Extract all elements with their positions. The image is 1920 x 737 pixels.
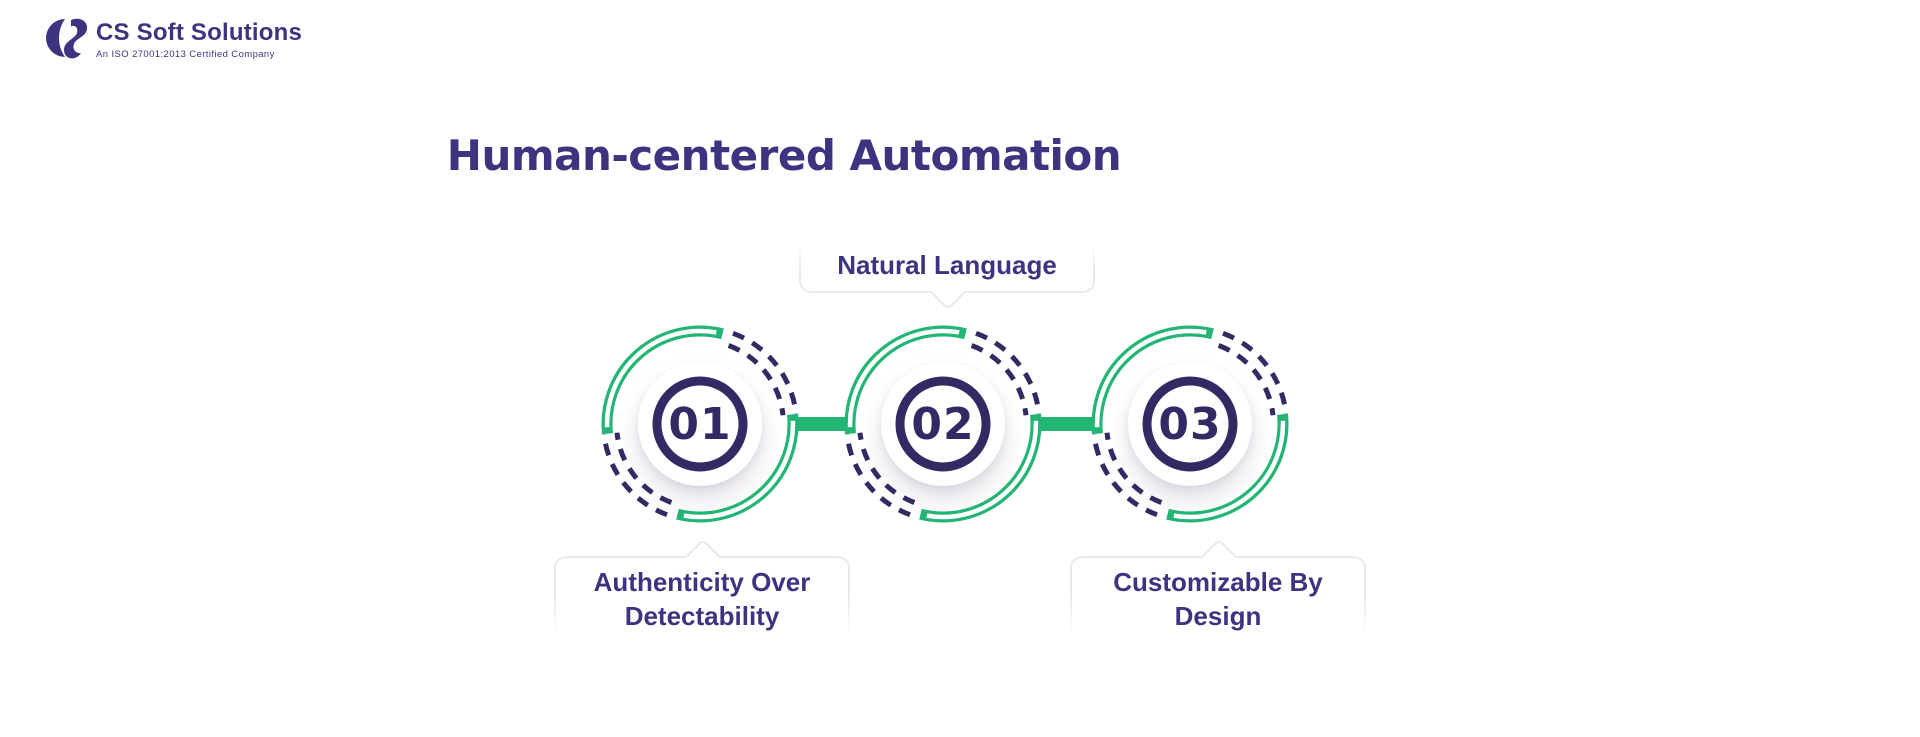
step-03: 03: [1085, 319, 1295, 529]
step-03-label: Customizable By Design: [1113, 567, 1323, 631]
step-02-label: Natural Language: [837, 250, 1057, 280]
step-01-ring-decoration: [601, 325, 799, 523]
step-02: 02: [838, 319, 1048, 529]
label-bubble-natural-language: Natural Language: [799, 237, 1095, 311]
logo-mark-icon: [46, 18, 88, 59]
step-03-number: 03: [1158, 398, 1222, 450]
step-01-label: Authenticity Over Detectability: [593, 567, 811, 631]
step-02-ring-decoration: [844, 325, 1042, 523]
company-logo: CS Soft Solutions An ISO 27001:2013 Cert…: [44, 16, 302, 66]
logo-company-name: CS Soft Solutions: [96, 19, 303, 46]
connector-step1-step2: [790, 417, 853, 431]
logo-tagline: An ISO 27001:2013 Certified Company: [96, 49, 275, 60]
label-bubble-customizable: Customizable By Design: [1070, 538, 1366, 648]
step-03-ring-decoration: [1091, 325, 1289, 523]
step-01-number: 01: [668, 398, 732, 450]
step-02-number: 02: [911, 398, 975, 450]
label-bubble-authenticity: Authenticity Over Detectability: [554, 538, 850, 648]
page-title: Human-centered Automation: [446, 131, 1122, 180]
connector-step2-step3: [1033, 417, 1100, 431]
step-01: 01: [595, 319, 805, 529]
